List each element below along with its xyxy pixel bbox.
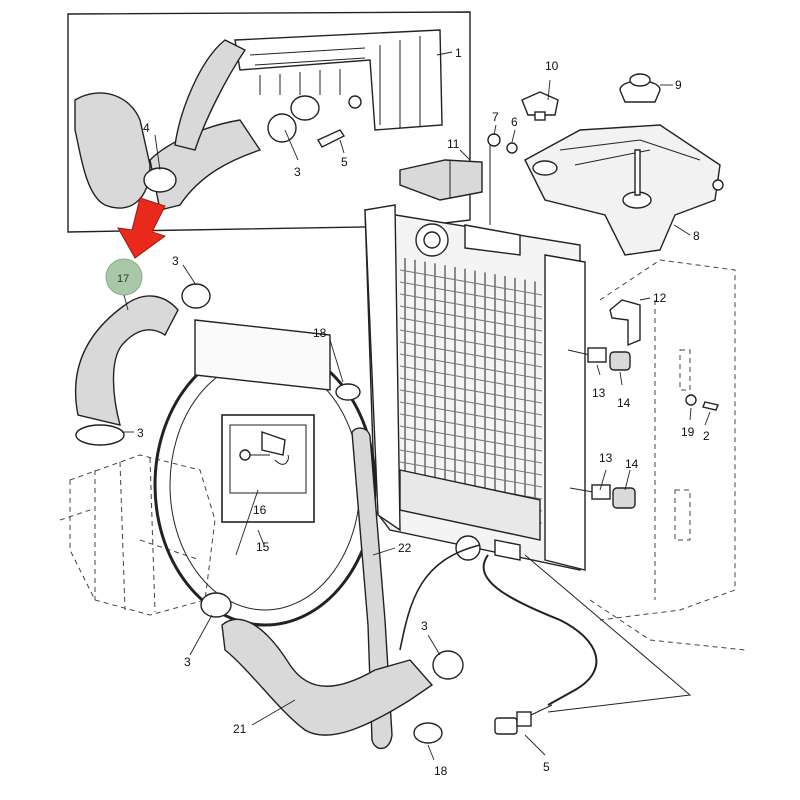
callout-labels: 1 4 3 5 3 3 3 3 18 18 10 9 8 11 7 6 12 1… — [117, 46, 710, 778]
callout-11: 11 — [447, 137, 460, 151]
callout-17: 17 — [117, 273, 129, 285]
callout-3-left: 3 — [137, 426, 144, 440]
detail-16-box — [221, 414, 315, 523]
callout-13-upper: 13 — [592, 386, 606, 400]
callout-22: 22 — [398, 541, 412, 555]
inset-detail-box — [67, 11, 471, 233]
radiator-tube — [399, 281, 543, 308]
callout-5-sensor: 5 — [543, 760, 550, 774]
callout-14-lower: 14 — [625, 457, 639, 471]
callout-6: 6 — [511, 115, 518, 129]
radiator-tube — [399, 449, 543, 476]
highlight-arrow — [117, 197, 167, 259]
radiator-tube — [399, 329, 543, 356]
callout-2: 2 — [703, 429, 710, 443]
sensor-wire-2 — [399, 544, 481, 651]
callout-3-upper: 3 — [172, 254, 179, 268]
expansion-tank — [524, 124, 724, 256]
callout-5-inset: 5 — [341, 155, 348, 169]
radiator-tube — [399, 377, 543, 404]
callout-16: 16 — [253, 503, 267, 517]
callout-4: 4 — [143, 121, 150, 135]
radiator-tube — [399, 365, 543, 392]
radiator-tube — [399, 401, 543, 428]
frame-outline — [589, 259, 746, 651]
radiator-tube — [399, 425, 543, 452]
lower-radiator-hose — [221, 618, 434, 736]
radiator-core — [364, 204, 586, 571]
radiator-tube — [399, 317, 543, 344]
callout-13-lower: 13 — [599, 451, 613, 465]
radiator-tube — [399, 293, 543, 320]
pressure-cap — [619, 73, 661, 103]
callout-12: 12 — [653, 291, 667, 305]
radiator-tube — [399, 389, 543, 416]
screw-and-washer — [487, 133, 518, 225]
callout-3-right: 3 — [421, 619, 428, 633]
foam-pad — [399, 159, 483, 201]
radiator-tube — [399, 305, 543, 332]
radiator-tube — [399, 269, 543, 296]
callout-3-lower: 3 — [184, 655, 191, 669]
callout-18-upper: 18 — [313, 326, 327, 340]
radiator-tube — [399, 413, 543, 440]
leader-lines — [122, 51, 711, 761]
upper-radiator-hose — [74, 295, 179, 426]
radiator-tube — [399, 353, 543, 380]
callout-7: 7 — [492, 110, 499, 124]
callout-18-lower: 18 — [434, 764, 448, 778]
engine-block-outline — [59, 454, 216, 616]
callout-3-inset: 3 — [294, 165, 301, 179]
temperature-sensor — [494, 704, 553, 735]
callout-19: 19 — [681, 425, 695, 439]
radiator-tube — [399, 437, 543, 464]
callout-1: 1 — [455, 46, 462, 60]
callout-9: 9 — [675, 78, 682, 92]
callout-14-upper: 14 — [617, 396, 631, 410]
sensor-wire — [482, 554, 598, 706]
rubber-mounts — [567, 347, 719, 509]
radiator-tube — [399, 461, 543, 488]
callout-8: 8 — [693, 229, 700, 243]
mounting-bracket — [609, 299, 641, 347]
callout-21: 21 — [233, 722, 247, 736]
callout-10: 10 — [545, 59, 559, 73]
radiator-tube — [399, 341, 543, 368]
callout-15: 15 — [256, 540, 270, 554]
filler-cap — [521, 91, 559, 121]
hose-clamps — [75, 283, 464, 744]
